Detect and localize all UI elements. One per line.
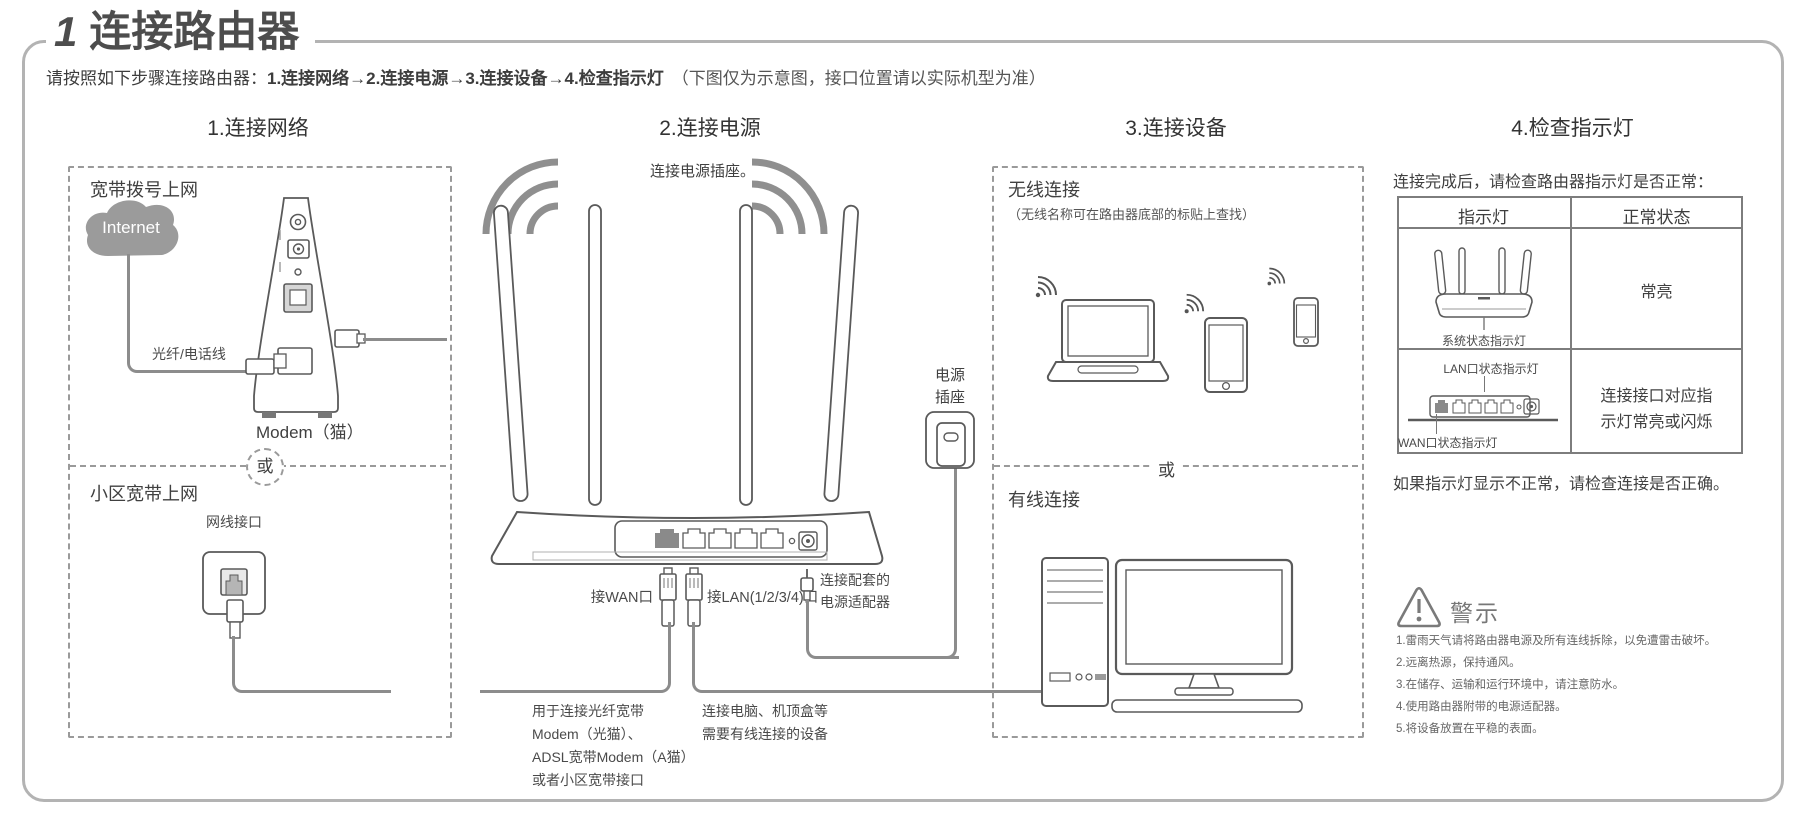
internet-cloud-icon	[85, 200, 179, 256]
lan-note-line1: 连接电脑、机顶盒等	[702, 703, 828, 719]
router-back-icon	[490, 204, 884, 565]
step3-heading: 3.连接设备	[1125, 117, 1227, 140]
step4-footnote: 如果指示灯显示不正常，请检查连接是否正确。	[1393, 476, 1730, 493]
tablet-icon	[1204, 317, 1248, 393]
title-text: 连接路由器	[89, 8, 300, 55]
wan-led-caption: WAN口状态指示灯	[1398, 436, 1498, 450]
system-led-caption: 系统状态指示灯	[1441, 334, 1526, 348]
lan-led-caption: LAN口状态指示灯	[1443, 362, 1539, 376]
table-col2-header: 正常状态	[1622, 208, 1691, 227]
power-socket-icon	[925, 411, 975, 469]
table-col1-header: 指示灯	[1458, 208, 1509, 227]
power-cable-upper	[941, 468, 957, 659]
wall-ethernet-port-icon	[202, 551, 266, 639]
lan-broadband-label: 小区宽带上网	[90, 484, 198, 504]
step2-sub: 连接电源插座。	[650, 163, 756, 180]
wan-note-line3: ADSL宽带Modem（A猫）	[532, 749, 695, 765]
indicator-table-header-divider	[1397, 227, 1743, 229]
step3-box	[992, 166, 1364, 738]
internet-cloud-label: Internet	[102, 218, 160, 237]
warning-item-5: 5.将设备放置在平稳的表面。	[1396, 723, 1544, 735]
page-frame-border	[22, 40, 1784, 802]
dc-plug-icon	[800, 569, 814, 601]
wireless-note: （无线名称可在路由器底部的标贴上查找）	[1008, 207, 1256, 222]
lan-note: 连接电脑、机顶盒等 需要有线连接的设备	[702, 700, 828, 746]
laptop-icon	[1046, 299, 1170, 382]
intro-prefix: 请按照如下步骤连接路由器：	[46, 69, 267, 88]
phone-icon	[1293, 297, 1319, 347]
indicator-table-col-divider	[1570, 196, 1572, 454]
power-cable-lower	[806, 600, 959, 659]
step1-heading: 1.连接网络	[207, 117, 309, 140]
step4-intro: 连接完成后，请检查路由器指示灯是否正常：	[1393, 174, 1714, 191]
socket-label-line2: 插座	[934, 389, 965, 406]
wireless-label: 无线连接	[1008, 180, 1080, 200]
warning-item-3: 3.在储存、运输和运行环境中，请注意防水。	[1396, 679, 1625, 691]
intro-line: 请按照如下步骤连接路由器：1.连接网络→2.连接电源→3.连接设备→4.检查指示…	[46, 64, 1046, 89]
title-number: 1	[54, 8, 78, 55]
wan-note: 用于连接光纤宽带 Modem（光猫）、 ADSL宽带Modem（A猫） 或者小区…	[532, 700, 695, 792]
intro-note: （下图仅为示意图，接口位置请以实际机型为准）	[671, 69, 1046, 88]
step1-or-badge: 或	[246, 448, 284, 486]
step2-heading: 2.连接电源	[659, 117, 761, 140]
step4-heading: 4.检查指示灯	[1511, 117, 1634, 140]
wan-cable	[480, 622, 671, 693]
wan-led-leader	[1436, 414, 1437, 434]
wifi-icon	[1035, 276, 1057, 298]
desktop-pc-icon	[1041, 557, 1303, 713]
wired-label: 有线连接	[1008, 490, 1080, 510]
wan-note-line1: 用于连接光纤宽带	[532, 703, 644, 719]
warning-title: 警示	[1450, 600, 1500, 626]
warning-item-2: 2.远离热源，保持通风。	[1396, 657, 1521, 669]
wan-port-label: 接WAN口	[590, 590, 653, 606]
lan-led-leader	[1484, 376, 1485, 392]
wifi-icon	[1267, 267, 1286, 286]
adapter-note-line2: 电源适配器	[820, 594, 890, 610]
step3-or-badge: 或	[1152, 456, 1181, 481]
indicator-table-row-divider	[1397, 348, 1743, 350]
wan-note-line2: Modem（光猫）、	[532, 726, 642, 742]
warning-triangle-icon	[1397, 586, 1441, 628]
router-front-icon	[1434, 247, 1533, 330]
warning-list: 1.雷雨天气请将路由器电源及所有连线拆除，以免遭雷击破坏。 2.远离热源，保持通…	[1396, 630, 1716, 740]
socket-label-line1: 电源	[934, 367, 965, 384]
lan-port-label: 接LAN(1/2/3/4)口	[707, 590, 819, 606]
intro-steps: 1.连接网络→2.连接电源→3.连接设备→4.检查指示灯	[267, 69, 664, 88]
port-led-status: 连接接口对应指 示灯常亮或闪烁	[1570, 384, 1743, 436]
wall-port-label: 网线接口	[206, 514, 262, 530]
port-led-status-line1: 连接接口对应指	[1600, 388, 1713, 405]
warning-item-4: 4.使用路由器附带的电源适配器。	[1396, 701, 1567, 713]
system-led-status: 常亮	[1640, 284, 1673, 301]
modem-icon	[245, 197, 366, 418]
fiber-cable	[127, 254, 249, 373]
wifi-waves-right-icon	[751, 158, 828, 235]
step1-box	[68, 166, 452, 738]
lan-cable	[692, 622, 1047, 693]
pppoe-label: 宽带拨号上网	[90, 180, 198, 200]
port-led-status-line2: 示灯常亮或闪烁	[1600, 414, 1713, 431]
warning-item-1: 1.雷雨天气请将路由器电源及所有连线拆除，以免遭雷击破坏。	[1396, 635, 1717, 647]
adapter-note-line1: 连接配套的	[820, 572, 890, 588]
modem-to-router-cable	[363, 338, 447, 341]
router-rear-panel-icon	[1408, 395, 1558, 422]
wan-note-line4: 或者小区宽带接口	[532, 772, 644, 788]
wall-cable	[232, 636, 391, 693]
wan-lan-plugs-icon	[659, 567, 703, 627]
modem-label: Modem（猫）	[256, 423, 364, 442]
fiber-cable-label: 光纤/电话线	[152, 346, 226, 362]
lan-note-line2: 需要有线连接的设备	[702, 726, 828, 742]
wifi-icon	[1184, 293, 1205, 314]
